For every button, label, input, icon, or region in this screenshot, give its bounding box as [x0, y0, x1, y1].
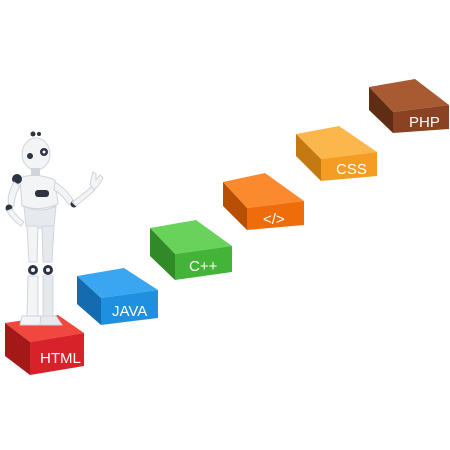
robot-arm-right	[53, 181, 75, 206]
robot-illustration	[5, 131, 104, 326]
robot-ear-joint	[27, 153, 33, 159]
step-html: HTML	[5, 315, 84, 375]
robot-forearm-left	[6, 208, 25, 227]
step-html-side	[5, 323, 30, 375]
robot-forearm-right	[71, 185, 96, 207]
step-php-front	[393, 105, 449, 133]
robot-arm-left	[7, 181, 21, 207]
step-cpp-front	[175, 246, 232, 280]
robot-shoulder-joint	[12, 174, 22, 184]
step-css-label: CSS	[336, 161, 367, 178]
step-java-side	[77, 276, 101, 325]
step-code-top	[223, 173, 304, 208]
robot-chest-panel	[35, 190, 49, 197]
robot-eye-highlight	[42, 150, 46, 154]
robot-neck	[31, 168, 40, 176]
step-code-side	[223, 182, 247, 230]
robot-waist	[23, 205, 57, 229]
step-html-front	[30, 333, 84, 375]
step-css: CSS	[296, 126, 377, 181]
robot-foot-right	[39, 315, 63, 326]
robot-antenna-dot	[37, 132, 41, 136]
step-css-side	[296, 134, 321, 181]
robot-knee-joint-inner	[31, 268, 35, 272]
robot-hand-right	[89, 171, 104, 191]
robot-foot-left	[19, 315, 43, 326]
robot-antenna-dot	[30, 131, 36, 137]
step-java-top	[77, 268, 158, 298]
step-html-label: HTML	[40, 350, 81, 367]
step-code: </>	[223, 173, 304, 230]
step-cpp-side	[150, 228, 175, 280]
step-cpp-label: C++	[189, 258, 218, 275]
step-cpp: C++	[150, 220, 232, 280]
robot-knee-joint-inner	[46, 268, 50, 272]
step-java: JAVA	[77, 268, 158, 325]
step-css-top	[296, 126, 377, 159]
step-code-label: </>	[263, 211, 285, 228]
step-java-front	[101, 290, 158, 325]
step-java-label: JAVA	[112, 303, 147, 320]
step-php-top	[369, 79, 449, 112]
step-cpp-top	[150, 220, 232, 254]
robot-shin-right	[42, 275, 54, 317]
robot-leg-right	[41, 225, 55, 263]
step-code-front	[247, 201, 304, 230]
robot-shin-left	[26, 275, 39, 317]
step-php: PHP	[369, 79, 449, 133]
step-css-front	[321, 152, 377, 181]
step-php-side	[369, 87, 393, 133]
robot-leg-left	[26, 225, 39, 263]
step-php-label: PHP	[409, 114, 440, 131]
